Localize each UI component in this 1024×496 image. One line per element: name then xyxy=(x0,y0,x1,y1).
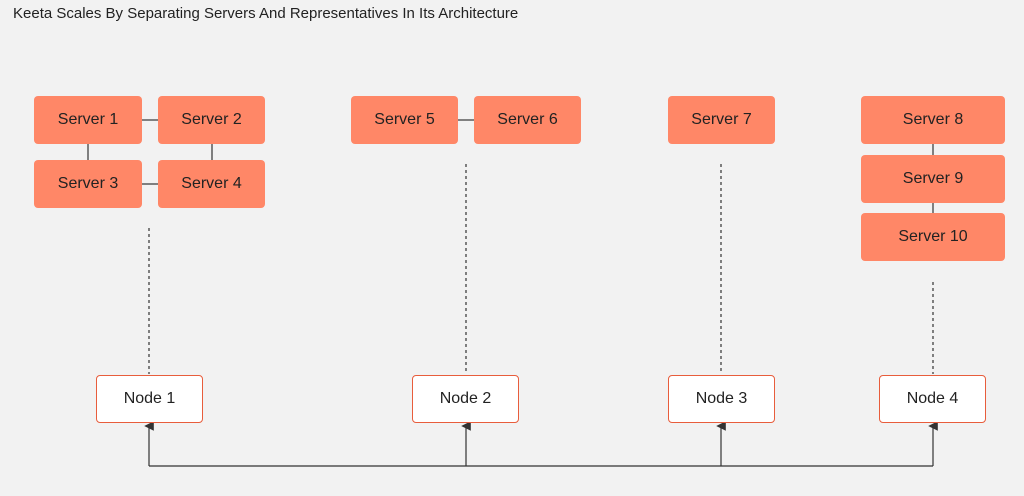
server-8-box: Server 8 xyxy=(861,96,1005,144)
node-1-box: Node 1 xyxy=(96,375,203,423)
server-10-box: Server 10 xyxy=(861,213,1005,261)
node-4-box: Node 4 xyxy=(879,375,986,423)
server-4-box: Server 4 xyxy=(158,160,265,208)
server-7-box: Server 7 xyxy=(668,96,775,144)
server-5-box: Server 5 xyxy=(351,96,458,144)
server-2-box: Server 2 xyxy=(158,96,265,144)
server-6-box: Server 6 xyxy=(474,96,581,144)
diagram-title: Keeta Scales By Separating Servers And R… xyxy=(13,5,519,22)
server-1-box: Server 1 xyxy=(34,96,142,144)
server-9-box: Server 9 xyxy=(861,155,1005,203)
node-2-box: Node 2 xyxy=(412,375,519,423)
node-3-box: Node 3 xyxy=(668,375,775,423)
server-3-box: Server 3 xyxy=(34,160,142,208)
